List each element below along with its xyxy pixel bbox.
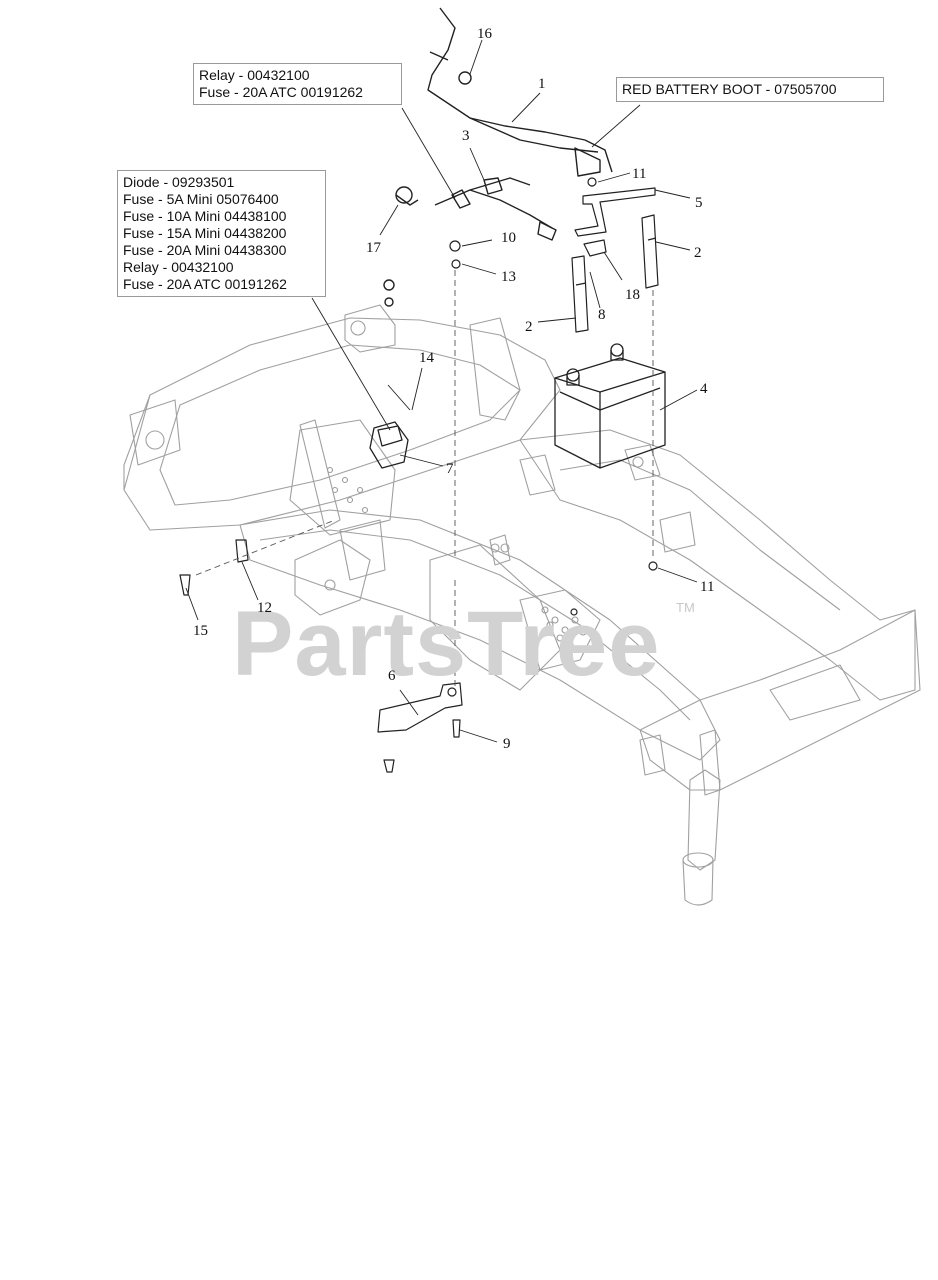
watermark-trademark: TM: [676, 600, 695, 615]
part-number-12: 12: [257, 600, 272, 616]
left-side-plate: [339, 519, 386, 581]
callout-line: Fuse - 15A Mini 04438200: [123, 225, 287, 241]
part-number-10: 10: [501, 230, 516, 246]
left-rail: [239, 509, 721, 761]
part-number-17: 17: [366, 240, 381, 256]
callout-line: Fuse - 20A ATC 00191262: [199, 84, 363, 100]
rear-left-plate: [129, 399, 181, 466]
right-rail: [519, 429, 916, 701]
callout-battery-boot: RED BATTERY BOOT - 07505700: [616, 77, 884, 102]
part-number-14: 14: [419, 350, 434, 366]
part-number-6: 6: [388, 668, 396, 684]
part-number-2-left: 2: [525, 319, 533, 335]
rear-frame-inner: [159, 344, 521, 506]
bracket-parts: [235, 187, 659, 733]
callout-fuse-list-left: Diode - 09293501 Fuse - 5A Mini 05076400…: [117, 170, 326, 297]
part-number-4: 4: [700, 381, 708, 397]
hardware-drawing: [179, 177, 658, 773]
harness-drawing: [383, 7, 613, 307]
lower-left-bracket: [294, 539, 371, 616]
part-number-18: 18: [625, 287, 640, 303]
upright-bracket-mid: [469, 317, 521, 421]
part-number-5: 5: [695, 195, 703, 211]
callout-line: Fuse - 5A Mini 05076400: [123, 191, 279, 207]
callout-line: Fuse - 20A Mini 04438300: [123, 242, 287, 258]
part-number-13: 13: [501, 269, 516, 285]
left-rail-inner: [259, 529, 691, 721]
callout-line: Relay - 00432100: [199, 67, 310, 83]
callout-line: RED BATTERY BOOT - 07505700: [622, 81, 837, 97]
front-crossmember: [639, 609, 921, 791]
callout-line: Fuse - 10A Mini 04438100: [123, 208, 287, 224]
step-plate: [519, 589, 601, 671]
fuse-box-drawing: [369, 421, 409, 469]
leader-lines: [185, 39, 698, 743]
pump-mount-plate: [289, 419, 396, 536]
caster-tube: [687, 769, 721, 871]
battery-drawing: [554, 343, 666, 469]
front-plate: [769, 664, 861, 721]
part-number-7: 7: [446, 461, 454, 477]
part-number-9: 9: [503, 736, 511, 752]
part-number-11-bottom: 11: [700, 579, 715, 595]
part-number-8: 8: [598, 307, 606, 323]
callout-line: Fuse - 20A ATC 00191262: [123, 276, 287, 292]
callout-line: Diode - 09293501: [123, 174, 235, 190]
callout-line: Relay - 00432100: [123, 259, 234, 275]
part-number-11-top: 11: [632, 166, 647, 182]
upright-bracket-left: [299, 419, 341, 529]
part-number-3: 3: [462, 128, 470, 144]
part-number-2-right: 2: [694, 245, 702, 261]
part-number-15: 15: [193, 623, 208, 639]
rear-frame-outline: [123, 317, 561, 531]
callout-relay-fuse-top: Relay - 00432100 Fuse - 20A ATC 00191262: [193, 63, 402, 105]
rear-crossmember: [123, 394, 151, 490]
watermark-text: PartsTree: [232, 593, 661, 695]
part-number-1: 1: [538, 76, 546, 92]
rear-mount-block: [344, 304, 396, 353]
part-number-16: 16: [477, 26, 492, 42]
